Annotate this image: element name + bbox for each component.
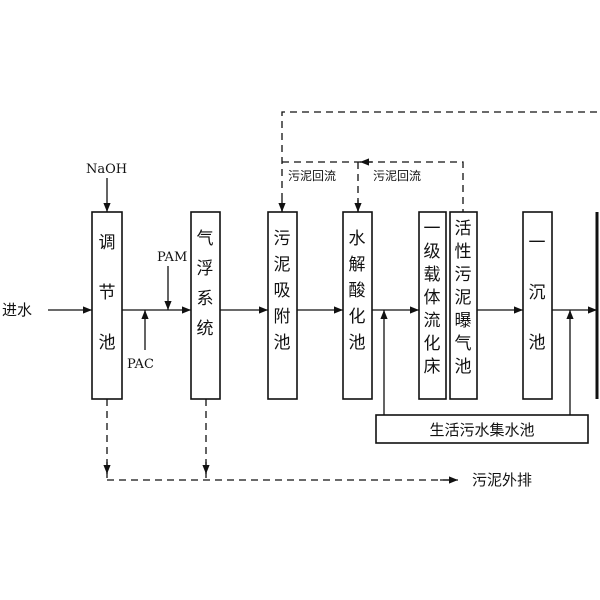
inlet-label: 进水 <box>2 301 32 319</box>
unit-char: 沉 <box>529 283 546 303</box>
unit-char: 系 <box>197 289 214 309</box>
unit-char: 酸 <box>349 281 366 301</box>
unit-char: 污 <box>455 265 472 285</box>
unit-char: 一 <box>529 233 546 253</box>
chendian-box <box>522 211 553 400</box>
unit-char: 泥 <box>274 255 291 275</box>
unit-char: 气 <box>455 334 472 354</box>
unit-char: 节 <box>99 283 116 303</box>
unit-char: 泥 <box>455 288 472 308</box>
qifu-text: 气 浮 系 统 <box>197 229 214 339</box>
unit-char: 气 <box>197 229 214 249</box>
unit-char: 浮 <box>197 259 214 279</box>
unit-char: 体 <box>424 288 441 308</box>
unit-char: 流 <box>424 311 441 331</box>
unit-char: 载 <box>424 265 441 285</box>
tiaojie-text: 调 节 池 <box>99 233 116 353</box>
unit-char: 统 <box>197 319 214 339</box>
collection-tank-label: 生活污水集水池 <box>429 421 534 439</box>
pac-label: PAC <box>127 357 154 372</box>
zaiti-box <box>418 211 447 400</box>
unit-char: 化 <box>424 334 441 354</box>
chendian-text: 一 沉 池 <box>529 233 546 353</box>
naoh-label: NaOH <box>86 162 127 177</box>
sludge-return-label-1: 污泥回流 <box>288 169 336 183</box>
unit-char: 一 <box>424 219 441 239</box>
xifu-text: 污 泥 吸 附 池 <box>274 229 291 353</box>
unit-char: 水 <box>349 229 366 249</box>
sludge-discharge-label: 污泥外排 <box>472 471 532 489</box>
unit-char: 活 <box>455 219 472 239</box>
unit-char: 解 <box>349 255 366 275</box>
unit-char: 池 <box>99 333 116 353</box>
unit-char: 污 <box>274 229 291 249</box>
unit-char: 曝 <box>455 311 472 331</box>
zaiti-text: 一 级 载 体 流 化 床 <box>424 219 441 377</box>
sludge-discharge-lines <box>106 399 456 481</box>
unit-char: 池 <box>455 357 472 377</box>
sludge-return-lines <box>281 111 597 212</box>
collection-tank-box <box>375 414 589 444</box>
unit-char: 调 <box>99 233 116 253</box>
pam-label: PAM <box>157 250 187 265</box>
unit-char: 性 <box>455 242 472 262</box>
unit-char: 床 <box>424 357 441 377</box>
unit-char: 附 <box>274 307 291 327</box>
shuijie-text: 水 解 酸 化 池 <box>349 229 366 353</box>
unit-char: 级 <box>424 242 441 262</box>
unit-char: 化 <box>349 307 366 327</box>
unit-char: 吸 <box>274 281 291 301</box>
puqi-text: 活 性 污 泥 曝 气 池 <box>455 219 472 377</box>
sludge-return-label-2: 污泥回流 <box>373 169 421 183</box>
unit-char: 池 <box>349 333 366 353</box>
unit-char: 池 <box>274 333 291 353</box>
unit-char: 池 <box>529 333 546 353</box>
